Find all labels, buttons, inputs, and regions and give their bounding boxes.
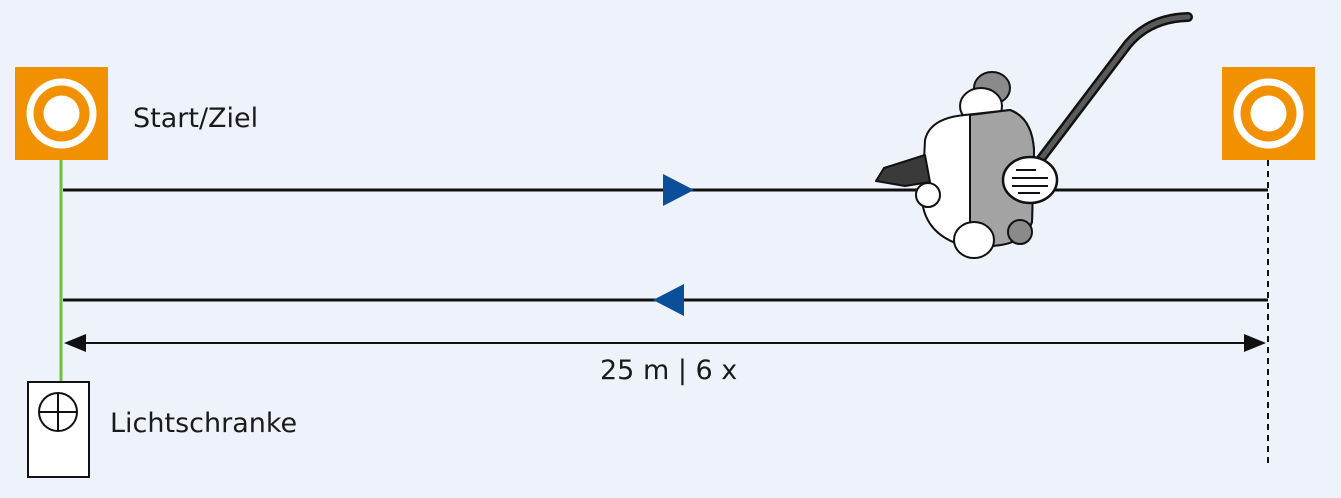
hockey-player-icon [875, 12, 1193, 259]
direction-arrow-right-icon [663, 174, 694, 206]
start-finish-label: Start/Ziel [133, 103, 259, 134]
start-cone-icon [15, 67, 108, 160]
distance-dimension-arrow [64, 334, 1266, 352]
end-cone-icon [1222, 67, 1315, 160]
light-barrier-label: Lichtschranke [110, 408, 298, 439]
direction-arrow-left-icon [653, 284, 684, 316]
light-barrier-icon [27, 381, 90, 478]
distance-reps-label: 25 m | 6 x [600, 355, 738, 386]
